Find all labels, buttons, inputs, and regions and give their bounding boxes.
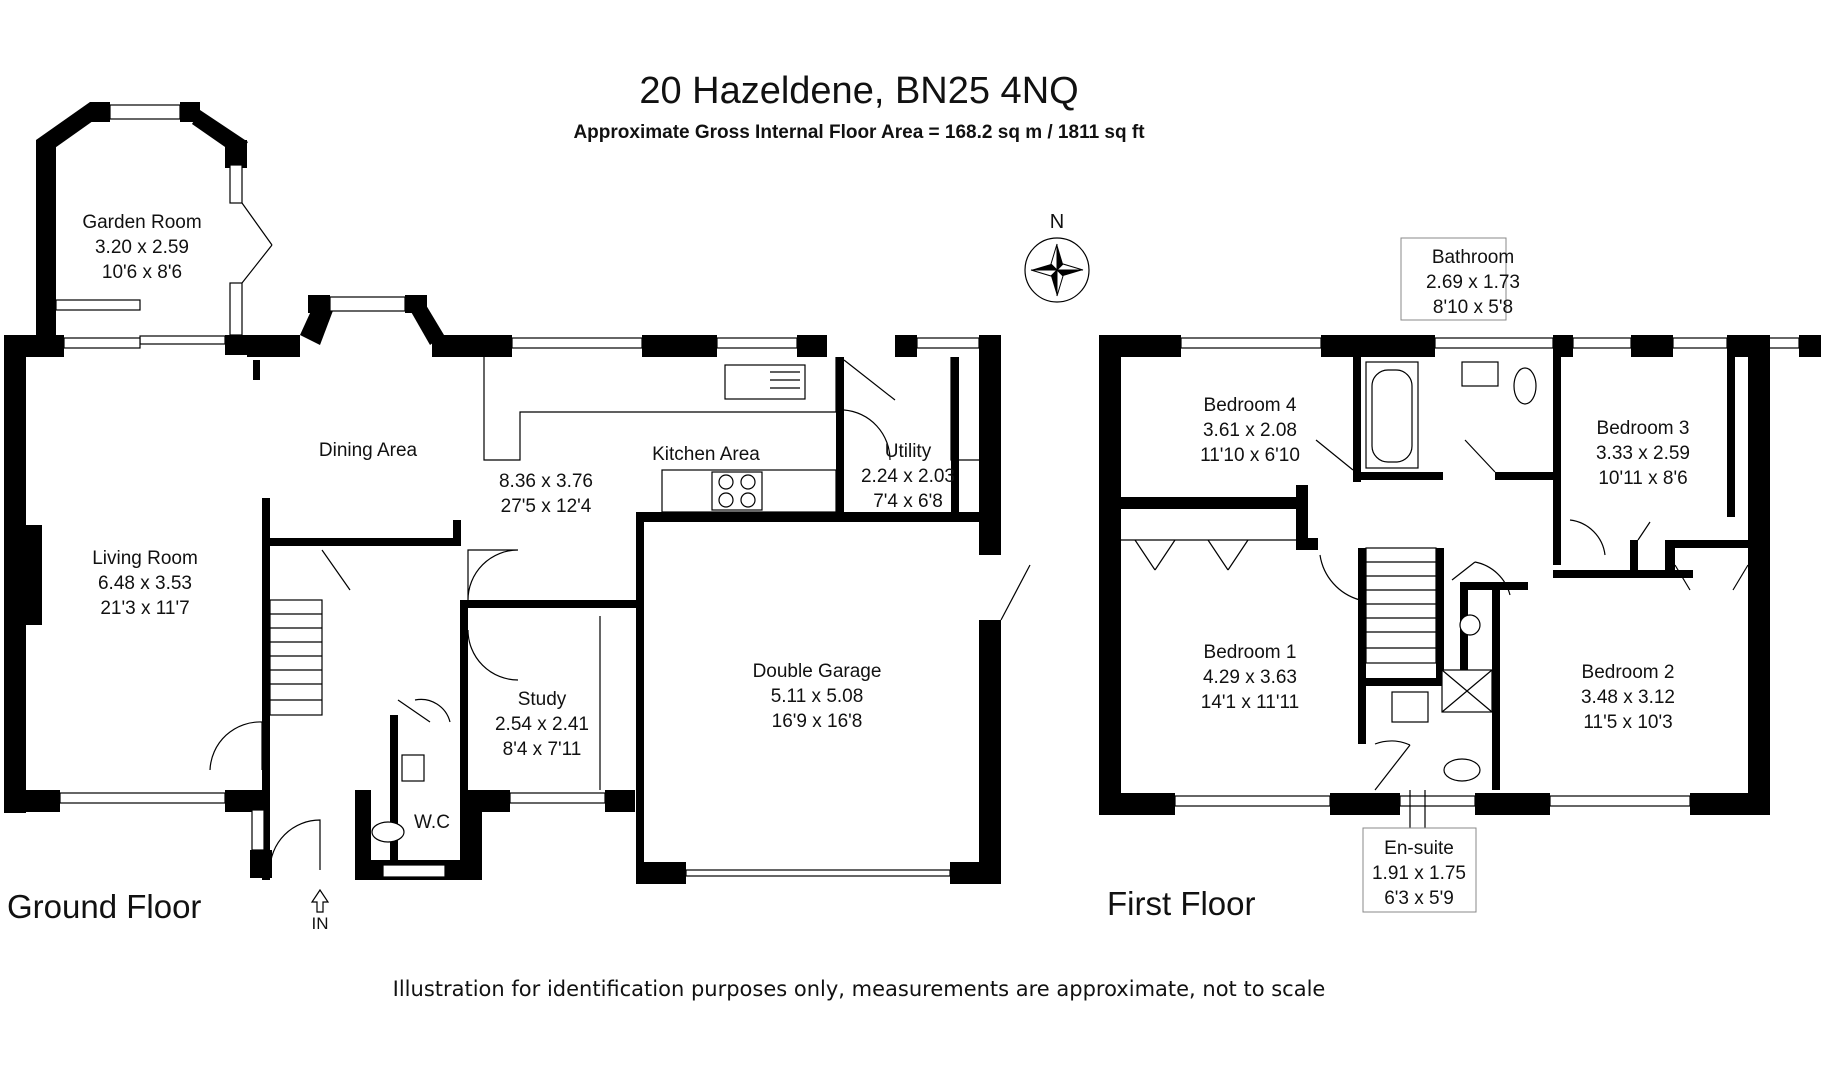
study-imperial: 8'4 x 7'11 <box>503 739 582 760</box>
living-room-metric: 6.48 x 3.53 <box>98 573 192 594</box>
ground-floor-plan <box>4 102 1031 884</box>
bathroom-toilet <box>1513 367 1537 405</box>
first-floor-plan <box>1099 335 1821 835</box>
kitchen-hob <box>711 471 763 511</box>
study-name: Study <box>518 689 567 710</box>
bedroom4-name: Bedroom 4 <box>1204 395 1297 416</box>
kitchen-sink <box>724 364 806 400</box>
room-bedroom-2: Bedroom 2 3.48 x 3.12 11'5 x 10'3 <box>1581 662 1675 733</box>
ensuite-basin <box>1391 691 1429 723</box>
kitchen-dining-imperial: 27'5 x 12'4 <box>501 496 592 517</box>
utility-metric: 2.24 x 2.03 <box>861 466 955 487</box>
bedroom3-metric: 3.33 x 2.59 <box>1596 443 1690 464</box>
ensuite-name: En-suite <box>1384 838 1454 859</box>
ensuite-toilet <box>1443 758 1481 782</box>
ground-floor-stairs <box>269 599 323 716</box>
double-garage-name: Double Garage <box>753 661 882 682</box>
ensuite-metric: 1.91 x 1.75 <box>1372 863 1466 884</box>
wc-basin <box>401 754 425 782</box>
bedroom2-name: Bedroom 2 <box>1582 662 1675 683</box>
utility-name: Utility <box>885 441 932 462</box>
bedroom1-imperial: 14'1 x 11'11 <box>1201 692 1299 713</box>
bathroom-metric: 2.69 x 1.73 <box>1426 272 1520 293</box>
kitchen-area-name: Kitchen Area <box>652 444 760 465</box>
ground-floor-label: Ground Floor <box>7 888 201 925</box>
ensuite-label-box <box>1362 827 1477 913</box>
room-bathroom: Bathroom 2.69 x 1.73 8'10 x 5'8 <box>1426 247 1520 318</box>
room-study: Study 2.54 x 2.41 8'4 x 7'11 <box>495 689 589 760</box>
bedroom3-imperial: 10'11 x 8'6 <box>1598 468 1687 489</box>
garden-room-name: Garden Room <box>82 212 201 233</box>
bedroom4-imperial: 11'10 x 6'10 <box>1200 445 1300 466</box>
dining-area-name: Dining Area <box>319 440 418 461</box>
bedroom1-metric: 4.29 x 3.63 <box>1203 667 1297 688</box>
kitchen-dining-metric: 8.36 x 3.76 <box>499 471 593 492</box>
room-living-room: Living Room 6.48 x 3.53 21'3 x 11'7 <box>92 548 198 619</box>
bath-tub <box>1365 361 1419 469</box>
room-ensuite: En-suite 1.91 x 1.75 6'3 x 5'9 <box>1372 838 1466 909</box>
property-address: 20 Hazeldene, BN25 4NQ <box>639 70 1078 112</box>
bathroom-imperial: 8'10 x 5'8 <box>1433 297 1513 318</box>
disclaimer-text: Illustration for identification purposes… <box>393 977 1326 1001</box>
room-bedroom-1: Bedroom 1 4.29 x 3.63 14'1 x 11'11 <box>1201 642 1299 713</box>
compass-north-label: N <box>1050 211 1064 233</box>
garden-room-metric: 3.20 x 2.59 <box>95 237 189 258</box>
airing-cupboard-tank <box>1459 614 1481 636</box>
bathroom-name: Bathroom <box>1432 247 1514 268</box>
utility-imperial: 7'4 x 6'8 <box>873 491 943 512</box>
entrance-arrow-icon <box>310 888 330 913</box>
entrance-label: IN <box>312 914 329 933</box>
room-utility: Utility 2.24 x 2.03 7'4 x 6'8 <box>861 441 955 512</box>
bedroom1-name: Bedroom 1 <box>1204 642 1297 663</box>
room-double-garage: Double Garage 5.11 x 5.08 16'9 x 16'8 <box>753 661 882 732</box>
bedroom2-metric: 3.48 x 3.12 <box>1581 687 1675 708</box>
compass-icon: N <box>1024 211 1090 303</box>
room-kitchen-dining: 8.36 x 3.76 27'5 x 12'4 <box>499 471 593 517</box>
room-garden-room: Garden Room 3.20 x 2.59 10'6 x 8'6 <box>82 212 201 283</box>
ensuite-imperial: 6'3 x 5'9 <box>1384 888 1454 909</box>
study-metric: 2.54 x 2.41 <box>495 714 589 735</box>
room-bedroom-3: Bedroom 3 3.33 x 2.59 10'11 x 8'6 <box>1596 418 1690 489</box>
wc-name: W.C <box>414 812 450 833</box>
bedroom4-metric: 3.61 x 2.08 <box>1203 420 1297 441</box>
bathroom-label-box <box>1400 237 1507 321</box>
room-bedroom-4: Bedroom 4 3.61 x 2.08 11'10 x 6'10 <box>1200 395 1300 466</box>
first-floor-label: First Floor <box>1107 885 1256 922</box>
living-room-name: Living Room <box>92 548 198 569</box>
wc-toilet <box>371 821 405 843</box>
double-garage-metric: 5.11 x 5.08 <box>771 686 864 707</box>
bedroom2-imperial: 11'5 x 10'3 <box>1583 712 1672 733</box>
garden-room-imperial: 10'6 x 8'6 <box>102 262 182 283</box>
bathroom-basin <box>1461 361 1499 387</box>
first-floor-stairs <box>1365 547 1437 664</box>
bedroom3-name: Bedroom 3 <box>1597 418 1690 439</box>
double-garage-imperial: 16'9 x 16'8 <box>772 711 863 732</box>
bedroom1-wardrobe <box>1121 539 1296 571</box>
living-room-imperial: 21'3 x 11'7 <box>100 598 189 619</box>
floor-area-summary: Approximate Gross Internal Floor Area = … <box>573 122 1145 143</box>
